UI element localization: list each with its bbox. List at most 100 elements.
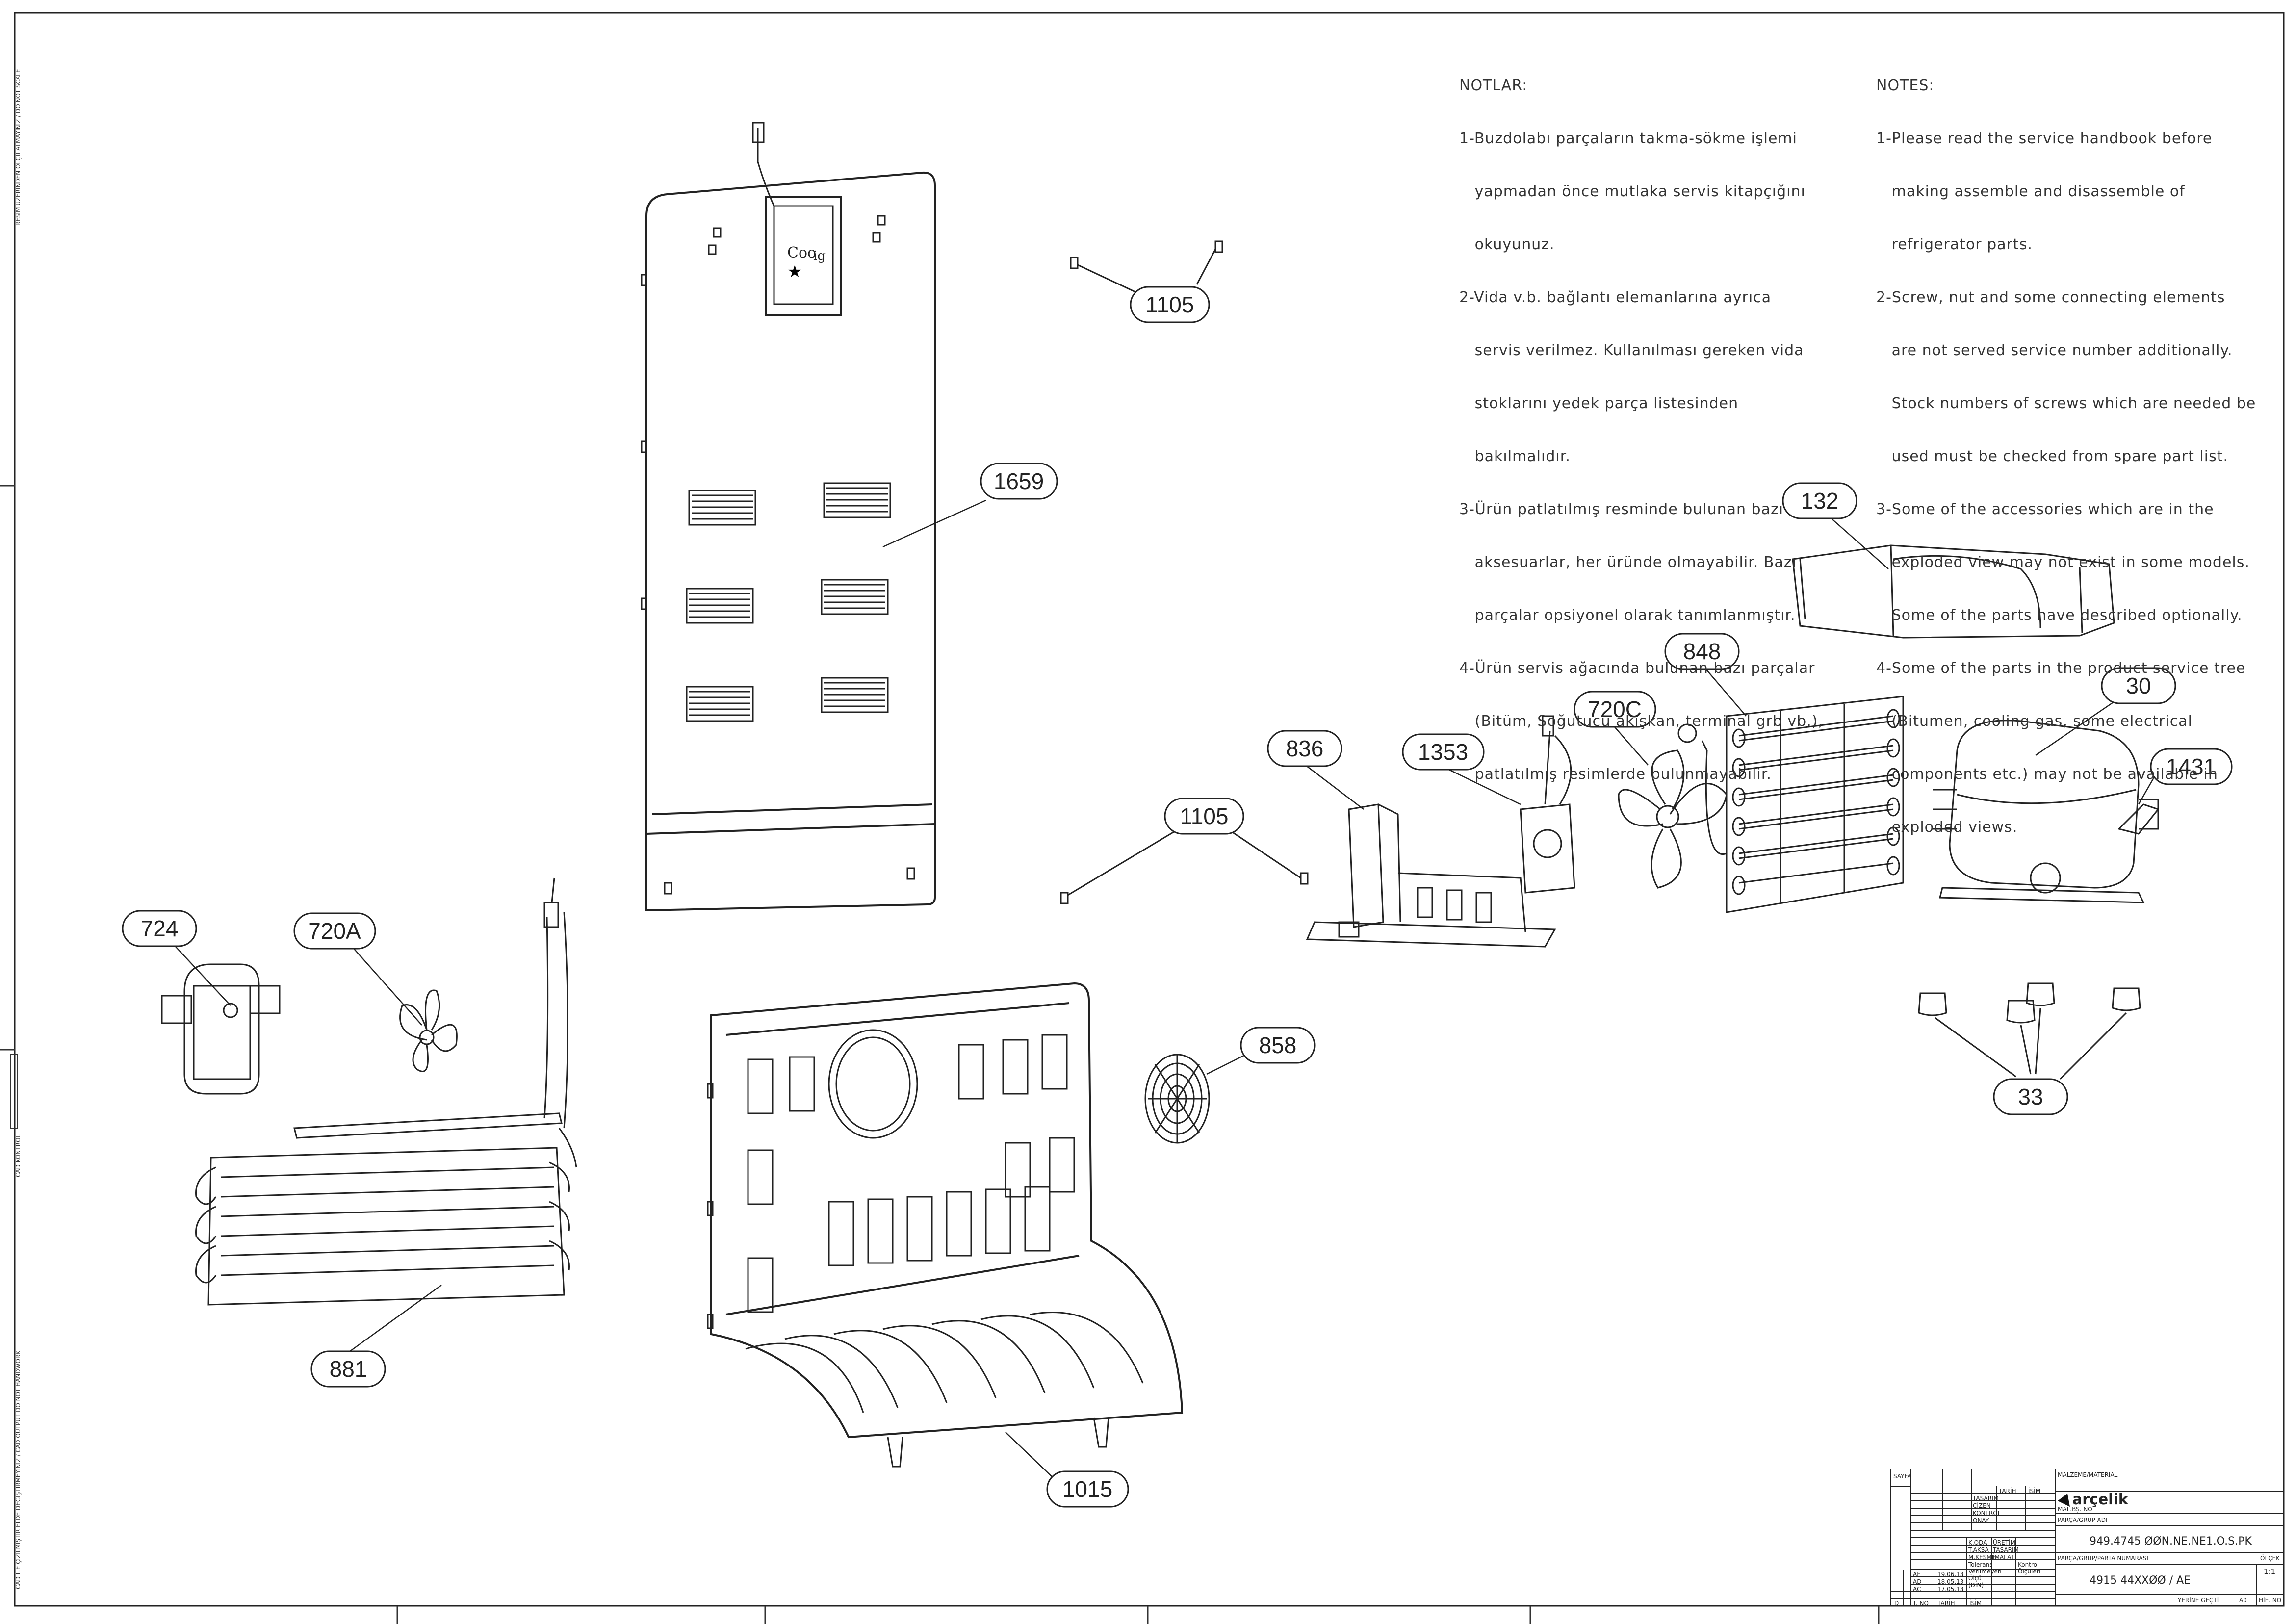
callout-30: 30 [2126, 673, 2151, 698]
side-text-cad-output: CAD İLE ÇİZİLMİŞTİR ELDE DEĞİŞTİRMEYİNİZ… [15, 1350, 22, 1589]
notes-english-heading: NOTES: [1876, 77, 1935, 94]
notes-tr-line: bakılmalıdır. [1459, 448, 1571, 465]
cad-control-box [10, 1054, 18, 1129]
notes-en-line: 2-Screw, nut and some connecting element… [1876, 289, 2225, 306]
callout-132-bubble [1782, 482, 1857, 519]
callout-881-bubble [310, 1350, 386, 1388]
callout-1105-lower: 1105 [1180, 803, 1229, 829]
notes-tr-line: 4-Ürün servis ağacında bulunan bazı parç… [1459, 660, 1815, 677]
olcek-label: ÖLÇEK [2260, 1555, 2280, 1562]
dept-cell: İMALAT [1993, 1554, 2014, 1561]
callout-1659-bubble [980, 463, 1058, 500]
notes-en-line: exploded view may not exist in some mode… [1876, 554, 2250, 571]
notes-tr-line: aksesuarlar, her üründe olmayabilir. Baz… [1459, 554, 1797, 571]
notes-en-line: 4-Some of the parts in the product servi… [1876, 660, 2246, 677]
fan-motor-1353 [1520, 715, 1575, 894]
part-number: 4915 44XXØØ / AE [2090, 1574, 2191, 1587]
callout-720a: 720A [308, 918, 361, 944]
notes-turkish: NOTLAR: 1-Buzdolabı parçaların takma-sök… [1459, 42, 1823, 801]
side-text-cad-control: CAD KONTROL [15, 1134, 22, 1177]
notes-en-line: components etc.) may not be available in [1876, 766, 2218, 783]
mal-no-label: MAL.BŞ. NO [2058, 1506, 2092, 1513]
clip-1431 [2117, 803, 2160, 835]
parca-label: PARÇA/GRUP ADI [2058, 1517, 2108, 1523]
bracket-836 [1306, 803, 1556, 948]
sheet-size: A0 [2239, 1597, 2247, 1604]
callout-1353: 1353 [1418, 739, 1468, 765]
callout-labels: 1105 1659 132 848 720C 30 836 1353 1431 … [141, 292, 2217, 1502]
notes-en-line: (Bitumen, cooling gas, some electrical [1876, 713, 2193, 730]
fan-720a [399, 989, 458, 1072]
notes-en-line: Some of the parts have described optiona… [1876, 607, 2243, 624]
rev-col: TARİH [1937, 1600, 1955, 1607]
cover-1015 [707, 982, 1184, 1468]
callout-33: 33 [2018, 1084, 2043, 1109]
callout-836: 836 [1286, 736, 1324, 761]
callout-720c: 720C [1588, 696, 1642, 722]
material-label: MALZEME/MATERIAL [2058, 1471, 2118, 1478]
notes-turkish-heading: NOTLAR: [1459, 77, 1528, 94]
callout-720a-bubble [293, 912, 376, 950]
back-panel-1659 [641, 122, 936, 912]
callout-132: 132 [1801, 488, 1839, 514]
notes-tr-line: 1-Buzdolabı parçaların takma-sökme işlem… [1459, 130, 1797, 147]
panel-cooling-label-a: Coo [787, 244, 816, 261]
callout-724: 724 [141, 916, 179, 941]
part-name: 949.4745 ØØN.NE.NE1.O.S.PK [2090, 1535, 2252, 1547]
callout-1431-bubble [2150, 748, 2233, 785]
notes-tr-line: yapmadan önce mutlaka servis kitapçığını [1459, 183, 1806, 200]
callout-881: 881 [330, 1356, 367, 1382]
callout-1353-bubble [1402, 733, 1485, 771]
kontrol-label: KONTROL [1973, 1510, 2001, 1517]
screws-1105-top [1070, 240, 1223, 295]
name-cell: T.AKSA [1968, 1547, 1989, 1553]
hier-no-label: HİE. NO [2259, 1597, 2282, 1604]
notes-tr-line: (Bitüm, Soğutucu akışkan, terminal grb v… [1459, 713, 1823, 730]
notes-tr-line: 3-Ürün patlatılmış resminde bulunan bazı [1459, 501, 1784, 518]
callout-33-bubble [1993, 1078, 2068, 1115]
notes-en-line: Stock numbers of screws which are needed… [1876, 395, 2256, 412]
callout-858: 858 [1259, 1032, 1297, 1058]
date-cell: 19.06.13 [1937, 1571, 1964, 1578]
panel-cooling-label-b: ig [813, 249, 826, 263]
kontrol-olculer-label: Kontrol Ölçüleri [2018, 1561, 2040, 1575]
notes-en-line: making assemble and disassemble of [1876, 183, 2185, 200]
callout-720c-bubble [1574, 691, 1656, 728]
date-cell: 17.05.13 [1937, 1586, 1964, 1593]
notes-en-line: used must be checked from spare part lis… [1876, 448, 2229, 465]
callout-1105-lower-bubble [1164, 798, 1244, 835]
fan-guard-858 [1144, 1054, 1210, 1144]
olcek-value: 1:1 [2264, 1567, 2276, 1576]
callout-836-bubble [1267, 730, 1342, 767]
name-cell: M.KESME [1968, 1554, 1996, 1561]
callout-858-bubble [1240, 1027, 1316, 1064]
rev-col: T. NO [1913, 1600, 1929, 1607]
tolerans-label: Tolerans-Verilmeyen Ölçü (DIN) [1968, 1561, 2002, 1589]
notes-en-line: exploded views. [1876, 819, 2018, 836]
notes-english: NOTES: 1-Please read the service handboo… [1876, 42, 2256, 854]
callout-1015: 1015 [1062, 1476, 1112, 1502]
fan-720c [1618, 749, 1728, 889]
notes-tr-line: stoklarını yedek parça listesinden [1459, 395, 1739, 412]
notes-tr-line: parçalar opsiyonel olarak tanımlanmıştır… [1459, 607, 1796, 624]
callouts [122, 286, 2233, 1508]
title-block-frame [1890, 1469, 2284, 1606]
side-text-do-not-scale: RESİM ÜZERİNDEN ÖLÇÜ ALMAYINIZ / DO NOT … [15, 69, 22, 226]
notes-en-line: are not served service number additional… [1876, 342, 2233, 359]
notes-tr-line: okuyunuz. [1459, 236, 1555, 253]
sheet-border [14, 12, 2285, 1607]
tarih-label: TARİH [1999, 1488, 2016, 1495]
callout-1105-top-bubble [1130, 286, 1210, 323]
callout-1015-bubble [1046, 1470, 1129, 1508]
sayfa-label: SAYFA [1893, 1473, 1911, 1480]
date-cell: 18.05.13 [1937, 1578, 1964, 1585]
isim-label: İSİM [2028, 1488, 2041, 1495]
rev-row: AD [1913, 1578, 1922, 1585]
notes-en-line: 3-Some of the accessories which are in t… [1876, 501, 2214, 518]
rubber-feet-33 [1918, 982, 2141, 1080]
brand-logo-mark [2058, 1494, 2070, 1507]
evaporator-881 [195, 877, 577, 1306]
brand-logo: arçelik [2072, 1491, 2128, 1508]
onay-label: ONAY [1973, 1517, 1989, 1524]
